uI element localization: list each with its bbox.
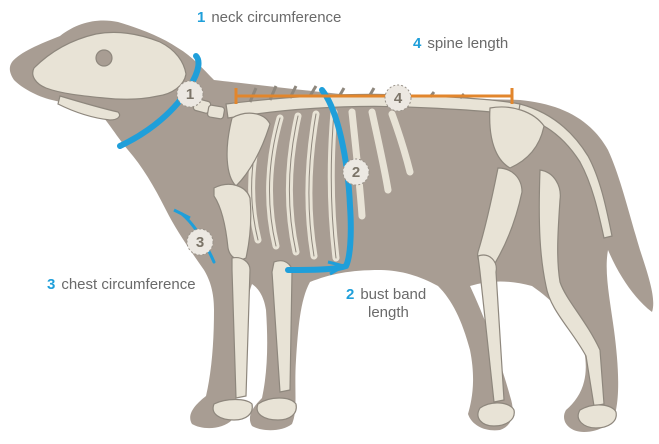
bust-text-line1: bust band — [360, 286, 426, 303]
marker-3: 3 — [187, 229, 213, 255]
marker-1: 1 — [177, 81, 203, 107]
neck-number: 1 — [197, 9, 205, 26]
marker-2: 2 — [343, 159, 369, 185]
spine-number: 4 — [413, 35, 421, 52]
svg-text:2: 2 — [352, 164, 360, 181]
svg-text:1: 1 — [186, 86, 194, 103]
spine-text: spine length — [427, 35, 508, 52]
bust-band-label: 2 bust band length — [346, 286, 426, 322]
neck-circumference-label: 1 neck circumference — [197, 9, 341, 26]
svg-text:3: 3 — [196, 234, 204, 251]
svg-text:4: 4 — [394, 90, 403, 107]
chest-text: chest circumference — [61, 276, 195, 293]
chest-number: 3 — [47, 276, 55, 293]
marker-4: 4 — [385, 85, 411, 111]
neck-text: neck circumference — [211, 9, 341, 26]
chest-circumference-label: 3 chest circumference — [47, 276, 196, 293]
bust-text-line2: length — [368, 304, 409, 321]
spine-length-label: 4 spine length — [413, 35, 508, 52]
bust-number: 2 — [346, 286, 354, 303]
